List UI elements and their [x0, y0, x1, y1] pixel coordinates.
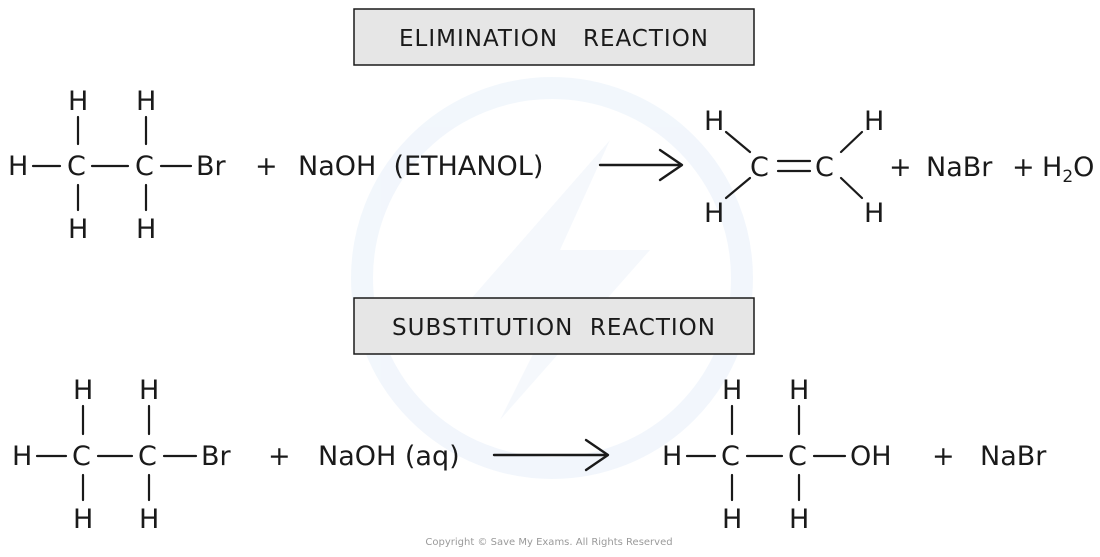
- atom-br: Br: [196, 151, 227, 182]
- bond: [724, 176, 752, 200]
- elimination-byproduct-nabr: NaBr: [926, 152, 993, 183]
- atom-h: H: [864, 106, 884, 137]
- elimination-reagent: NaOH (ETHANOL): [298, 151, 543, 182]
- atom-c: C: [138, 441, 157, 472]
- atom-h: H: [136, 86, 156, 117]
- atom-h: H: [8, 151, 28, 182]
- atom-h: H: [704, 106, 724, 137]
- atom-h: H: [136, 214, 156, 245]
- substitution-reaction-arrow: [492, 438, 610, 472]
- substitution-product-ethanol: H C C OH H H H H: [662, 375, 892, 535]
- atom-h: H: [139, 504, 159, 535]
- plus-sign: +: [932, 441, 955, 472]
- substitution-reagent: NaOH (aq): [318, 441, 460, 472]
- atom-h: H: [864, 198, 884, 229]
- atom-h: H: [722, 375, 742, 406]
- watermark-logo: [351, 77, 753, 479]
- atom-c: C: [750, 152, 769, 183]
- plus-sign: +: [255, 151, 278, 182]
- water-o: O: [1073, 152, 1094, 183]
- atom-h: H: [789, 504, 809, 535]
- elimination-product-ethene: H H C C H H: [704, 106, 884, 229]
- water-formula: H2O: [1042, 152, 1094, 187]
- elimination-title-box: ELIMINATION REACTION: [353, 8, 755, 66]
- elimination-title: ELIMINATION REACTION: [399, 26, 709, 52]
- substitution-title: SUBSTITUTION REACTION: [392, 315, 716, 341]
- substitution-reactant-bromoethane: H C C Br H H H H: [12, 375, 232, 535]
- atom-h: H: [662, 441, 682, 472]
- atom-oh: OH: [850, 441, 892, 472]
- bond: [839, 130, 864, 154]
- atom-h: H: [12, 441, 32, 472]
- bond: [724, 130, 752, 154]
- atom-br: Br: [201, 441, 232, 472]
- water-subscript: 2: [1062, 167, 1073, 187]
- atom-h: H: [789, 375, 809, 406]
- elimination-reactant-bromoethane: H C C Br H H H H: [8, 86, 227, 245]
- elimination-reaction-arrow: [598, 148, 684, 182]
- bond: [839, 176, 864, 200]
- substitution-title-box: SUBSTITUTION REACTION: [353, 297, 755, 355]
- atom-c: C: [815, 152, 834, 183]
- atom-h: H: [68, 86, 88, 117]
- atom-c: C: [788, 441, 807, 472]
- atom-h: H: [722, 504, 742, 535]
- plus-sign: +: [1012, 152, 1035, 183]
- substitution-byproduct-nabr: NaBr: [980, 441, 1047, 472]
- atom-h: H: [68, 214, 88, 245]
- atom-h: H: [73, 504, 93, 535]
- plus-sign: +: [889, 152, 912, 183]
- atom-h: H: [139, 375, 159, 406]
- atom-h: H: [73, 375, 93, 406]
- plus-sign: +: [268, 441, 291, 472]
- atom-c: C: [72, 441, 91, 472]
- atom-c: C: [67, 151, 86, 182]
- atom-c: C: [721, 441, 740, 472]
- atom-c: C: [135, 151, 154, 182]
- atom-h: H: [704, 198, 724, 229]
- water-h: H: [1042, 152, 1062, 183]
- copyright-notice: Copyright © Save My Exams. All Rights Re…: [425, 537, 672, 548]
